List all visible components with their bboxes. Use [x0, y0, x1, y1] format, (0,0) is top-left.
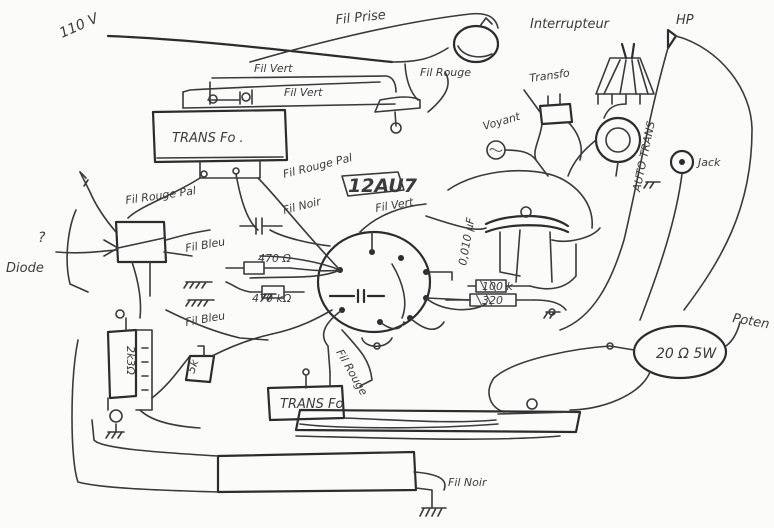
label-diode-question: ? — [38, 230, 46, 246]
label-transfo-small: Transfo — [529, 66, 571, 85]
voyant-lamp — [486, 140, 537, 161]
label-fil-rouge-top: Fil Rouge — [420, 66, 471, 79]
label-c010: 0,010 µF — [456, 216, 477, 266]
label-transfo-bottom: TRANS Fo — [280, 397, 343, 412]
resistor-470 — [225, 261, 341, 275]
autotransfo — [567, 42, 655, 177]
label-diode: Diode — [6, 261, 44, 276]
interrupteur-switch — [452, 17, 500, 64]
bottom-bars — [294, 398, 582, 440]
label-pot-value: 20 Ω 5W — [656, 346, 717, 362]
capacitor-block — [425, 169, 601, 316]
resistor-100k — [467, 279, 531, 293]
label-fil-vert-2: Fil Vert — [284, 86, 323, 99]
label-mains: 110 V — [57, 10, 102, 42]
upper-wires — [182, 63, 449, 134]
return-wires — [139, 329, 497, 429]
potentiometer — [488, 321, 741, 413]
label-r100k: 100 k — [482, 280, 513, 293]
label-r470: 470 Ω — [258, 252, 291, 265]
transfo-bottom — [266, 368, 346, 422]
label-fil-prise: Fil Prise — [335, 8, 387, 28]
capacitor-5k — [165, 309, 333, 384]
tube-socket — [316, 171, 432, 350]
label-poten: Poten — [731, 311, 770, 332]
label-voyant: Voyant — [481, 110, 522, 133]
tube-wires — [235, 173, 487, 373]
label-tube: 12AU7 — [348, 175, 418, 197]
label-fil-bleu-1: Fil Bleu — [184, 235, 226, 255]
label-r470k: 470 kΩ — [252, 292, 292, 305]
resistor-2k3 — [105, 309, 191, 439]
label-r320: 320 — [482, 294, 503, 307]
label-c5k: 5k — [185, 357, 202, 375]
label-fil-vert-1: Fil Vert — [254, 62, 293, 75]
label-fil-noir-bottom: Fil Noir — [448, 476, 488, 489]
label-hp: HP — [676, 13, 694, 28]
ground-symbols — [183, 181, 661, 319]
label-jack: Jack — [696, 156, 721, 169]
bottom-condenser — [71, 339, 447, 517]
diode-area — [55, 171, 211, 319]
label-r2k3: 2k3Ω — [124, 346, 137, 375]
label-interrupteur: Interrupteur — [530, 17, 611, 32]
label-fil-bleu-2: Fil Bleu — [184, 309, 226, 329]
transfo-small — [523, 89, 583, 177]
label-fil-vert-mid: Fil Vert — [374, 195, 415, 215]
label-transfo-top: TRANS Fo . — [172, 131, 244, 146]
mains-cord — [106, 12, 499, 64]
jack — [639, 149, 695, 321]
hp-speaker — [559, 28, 753, 331]
label-fil-noir-mid: Fil Noir — [282, 195, 324, 217]
label-fil-rouge-low: Fil Rouge — [333, 347, 370, 398]
resistor-320 — [445, 293, 535, 307]
resistor-470k — [225, 281, 305, 299]
label-fil-rouge-pale-left: Fil Rouge Pal — [125, 184, 197, 207]
